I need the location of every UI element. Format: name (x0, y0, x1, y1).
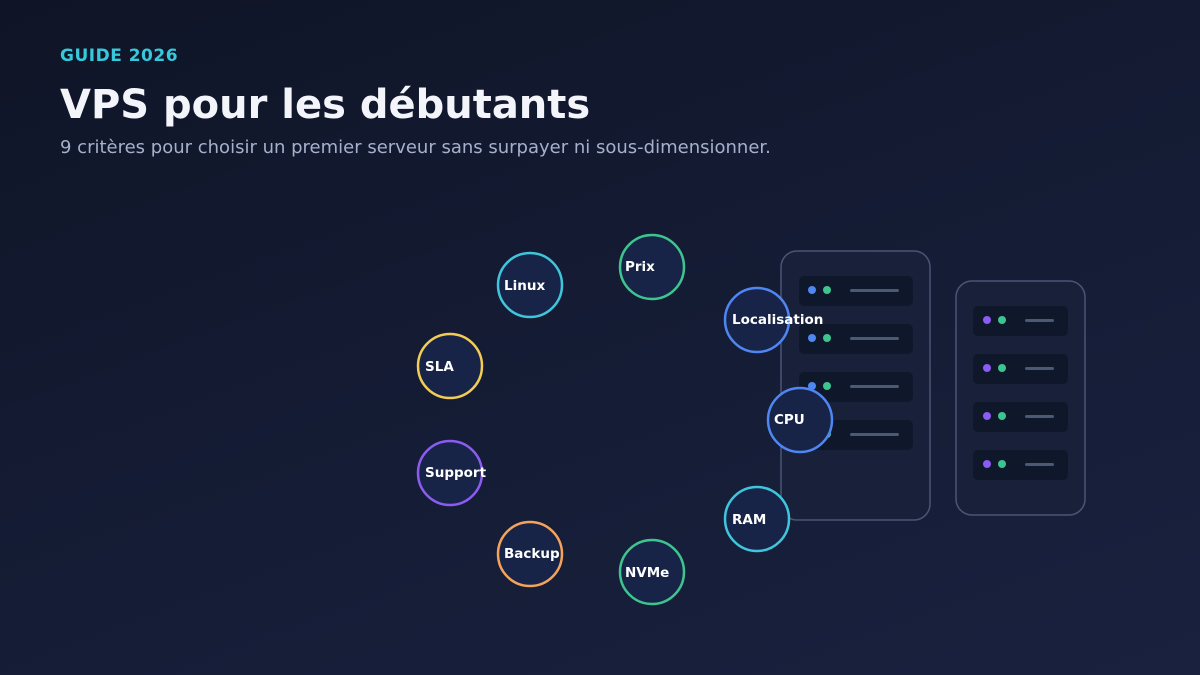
server-slot (973, 354, 1068, 384)
status-led-icon (998, 364, 1006, 372)
server-slot (799, 372, 913, 402)
criterion-nvme-label: NVMe (625, 565, 669, 581)
criterion-support-label: Support (425, 465, 487, 481)
criterion-linux-label: Linux (504, 278, 545, 294)
criterion-support: Support (416, 439, 487, 507)
server-slot (973, 402, 1068, 432)
criterion-ram-label: RAM (732, 512, 766, 528)
criterion-ram: RAM (723, 485, 791, 553)
server-slot (799, 324, 913, 354)
status-led-icon (808, 334, 816, 342)
criterion-linux-circle (496, 251, 564, 319)
criterion-prix-label: Prix (625, 259, 655, 275)
status-led-icon (998, 412, 1006, 420)
status-led-icon (998, 316, 1006, 324)
status-led-icon (823, 382, 831, 390)
criterion-linux: Linux (496, 251, 564, 319)
criterion-nvme: NVMe (618, 538, 686, 606)
server-rack-secondary (955, 280, 1086, 516)
status-led-icon (983, 316, 991, 324)
eyebrow-label: GUIDE 2026 (60, 46, 179, 66)
server-slot (973, 306, 1068, 336)
criterion-sla-circle (416, 332, 484, 400)
criterion-ram-circle (723, 485, 791, 553)
criterion-prix: Prix (618, 233, 686, 301)
page-title: VPS pour les débutants (60, 82, 591, 128)
criterion-sla-label: SLA (425, 359, 454, 375)
criterion-cpu-circle (766, 386, 834, 454)
status-led-icon (823, 334, 831, 342)
criterion-sla: SLA (416, 332, 484, 400)
status-led-icon (983, 460, 991, 468)
criterion-localisation: Localisation (723, 286, 823, 354)
criterion-support-circle (416, 439, 484, 507)
criterion-localisation-label: Localisation (732, 312, 823, 328)
status-led-icon (983, 412, 991, 420)
server-slot (973, 450, 1068, 480)
criterion-cpu: CPU (766, 386, 834, 454)
criterion-nvme-circle (618, 538, 686, 606)
status-led-icon (808, 286, 816, 294)
page-subtitle: 9 critères pour choisir un premier serve… (60, 137, 771, 158)
server-rack-main (780, 250, 931, 521)
criterion-backup-label: Backup (504, 546, 560, 562)
criterion-prix-circle (618, 233, 686, 301)
status-led-icon (998, 460, 1006, 468)
criterion-backup: Backup (496, 520, 564, 588)
criterion-cpu-label: CPU (774, 412, 805, 428)
server-slot (799, 276, 913, 306)
criterion-backup-circle (496, 520, 564, 588)
criterion-localisation-circle (723, 286, 791, 354)
status-led-icon (823, 286, 831, 294)
status-led-icon (808, 382, 816, 390)
status-led-icon (983, 364, 991, 372)
